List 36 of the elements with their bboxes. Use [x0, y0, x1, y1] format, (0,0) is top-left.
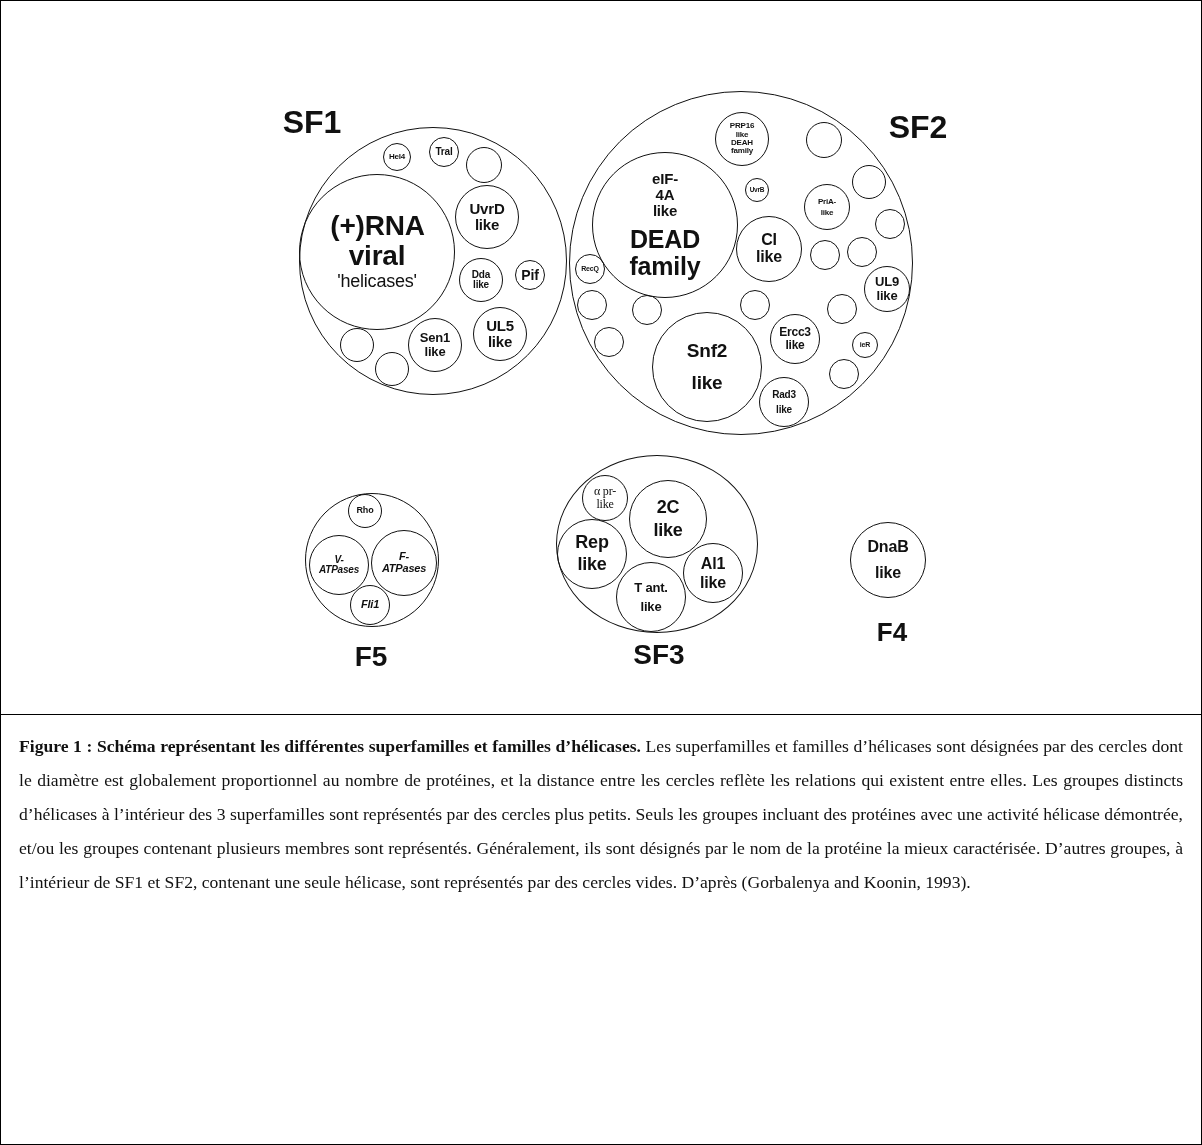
family-label: PRP16 like DEAH family	[729, 122, 755, 156]
family-label: UvrD like	[469, 201, 505, 233]
family-name: SF2	[888, 108, 948, 146]
family-label: Tral	[435, 146, 453, 158]
family-label: α pr- like	[592, 485, 617, 511]
family-label: Rho	[356, 506, 374, 516]
family-name: F5	[354, 641, 388, 673]
family-label: Hel4	[388, 152, 406, 162]
family-circle	[770, 314, 820, 364]
family-label: DEAD family	[629, 226, 701, 279]
family-label: Pif	[521, 267, 539, 283]
family-label: Snf2 like	[686, 338, 728, 395]
family-label: Rep like	[575, 532, 609, 576]
family-name: SF1	[282, 103, 342, 141]
family-label: Fli1	[360, 599, 380, 611]
family-name: F4	[876, 616, 908, 648]
family-circle	[759, 377, 809, 427]
family-label: T ant. like	[633, 578, 669, 616]
family-label: eIF-4A like	[652, 171, 678, 219]
family-label: DnaB like	[867, 537, 909, 583]
family-label: Dda like	[471, 269, 491, 291]
family-label: Al1 like	[700, 553, 726, 593]
family-label: F- ATPases	[381, 551, 427, 575]
family-label: 2C like	[653, 495, 683, 542]
family-label: UL5 like	[486, 318, 514, 350]
family-label: Ercc3 like	[779, 326, 811, 352]
family-label: Rad3 like	[772, 388, 796, 417]
family-label: UL9 like	[875, 275, 899, 303]
family-label: PriA- like	[817, 195, 837, 219]
family-label: 'helicases'	[337, 271, 417, 291]
family-label: Sen1 like	[419, 331, 451, 359]
family-name: SF3	[633, 639, 685, 671]
family-label: V- ATPases	[318, 554, 360, 576]
family-label: CI like	[756, 232, 782, 266]
figure-caption: Figure 1 : Schéma représentant les différentes superfamilles et familles d’hélicases. Les superfamilles et familles d’hélicases sont désignées par des cercles dont le diamètre est globalement proportionnel au nombre de protéines, et la distance entre les cercles reflète les relations qui existent entre elles. Les groupes distincts d’hélicases à l’intérieur des 3 superfamilles sont représentés par des cercles plus petits. Seuls les groupes incluant des protéines avec une activité hélicase démontrée, et/ou les groupes contenant plusieurs membres sont représentés. Généralement, ils sont désignés par le nom de la protéine la mieux caractérisée. D’autres groupes, à l’intérieur de SF1 et SF2, contenant une seule hélicase, sont représentés par des cercles vides. D’après (Gorbalenya and Koonin, 1993).	[19, 735, 1183, 894]
family-label: (+)RNA viral	[330, 211, 424, 270]
